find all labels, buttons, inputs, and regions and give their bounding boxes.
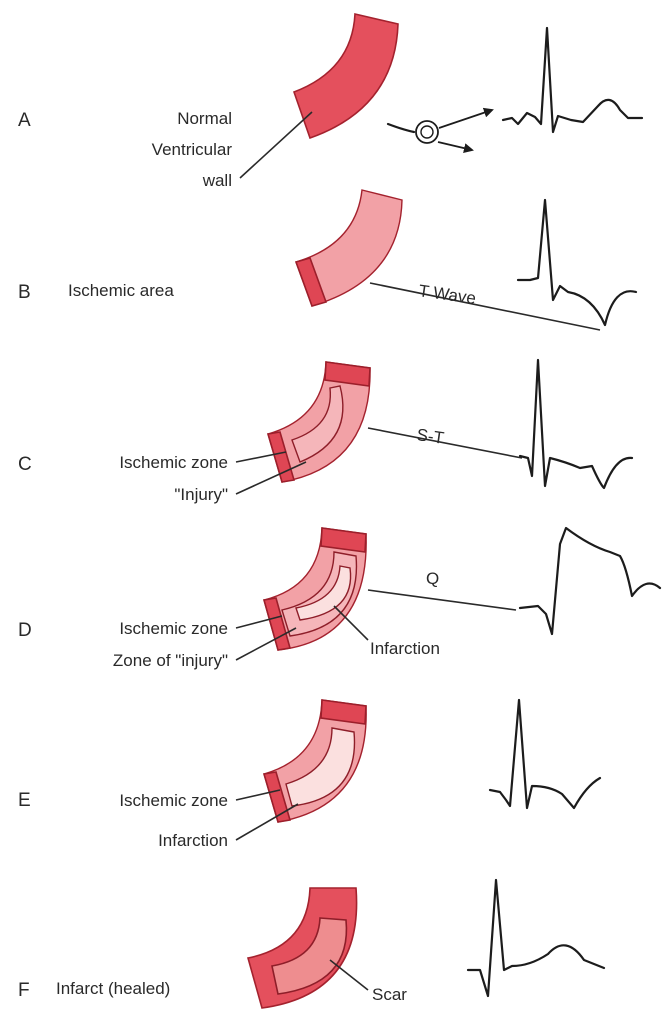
ecg-trace-st-elevation-q-wave (520, 528, 660, 634)
label-ventricular: Ventricular (152, 140, 233, 159)
panel-letter-f: F (18, 980, 30, 1001)
label-infarction-e: Infarction (158, 831, 228, 850)
ecg-trace-st-depression (520, 360, 632, 488)
panel-e: E Ischemic zone Infarction (18, 700, 600, 850)
ventricular-wall-normal (294, 14, 398, 138)
panel-letter-b: B (18, 282, 31, 303)
ecg-trace-healed-infarct (468, 880, 604, 996)
label-ischemic-zone-e: Ischemic zone (119, 791, 228, 810)
annotation-s-t: S-T (415, 425, 445, 448)
label-ischemic-zone-d: Ischemic zone (119, 619, 228, 638)
annotation-t-wave: T Wave (417, 281, 477, 308)
leader-scar (330, 960, 368, 990)
panel-letter-a: A (18, 110, 31, 131)
panel-f: F Infarct (healed) Scar (18, 880, 604, 1008)
label-injury-c: "Injury" (174, 485, 228, 504)
panel-a: A Normal Ventricular wall (18, 14, 642, 190)
label-infarction-d: Infarction (370, 639, 440, 658)
panel-b: B Ischemic area T Wave (18, 190, 636, 330)
leader-infarction-e (236, 804, 298, 840)
label-ischemic-area: Ischemic area (68, 281, 174, 300)
leader-q (368, 590, 516, 610)
label-ischemic-zone-c: Ischemic zone (119, 453, 228, 472)
panel-c: C Ischemic zone "Injury" S-T (18, 360, 632, 504)
label-scar: Scar (372, 985, 407, 1004)
label-normal: Normal (177, 109, 232, 128)
ecg-trace-q-wave-t-inversion (490, 700, 600, 808)
panel-letter-e: E (18, 790, 31, 811)
label-zone-of-injury-d: Zone of "injury" (113, 651, 228, 670)
annotation-q: Q (426, 569, 439, 588)
circled-g-with-arrows-icon (388, 110, 492, 150)
ecg-trace-normal (503, 28, 642, 132)
panel-letter-d: D (18, 620, 32, 641)
ecg-trace-t-wave-inversion (518, 200, 636, 325)
label-infarct-healed: Infarct (healed) (56, 979, 170, 998)
label-wall: wall (202, 171, 232, 190)
leader-s-t (368, 428, 522, 458)
leader-normal-wall (240, 112, 312, 178)
panel-letter-c: C (18, 454, 32, 475)
panel-d: D Ischemic zone Zone of "injury" Infarct… (18, 528, 660, 670)
